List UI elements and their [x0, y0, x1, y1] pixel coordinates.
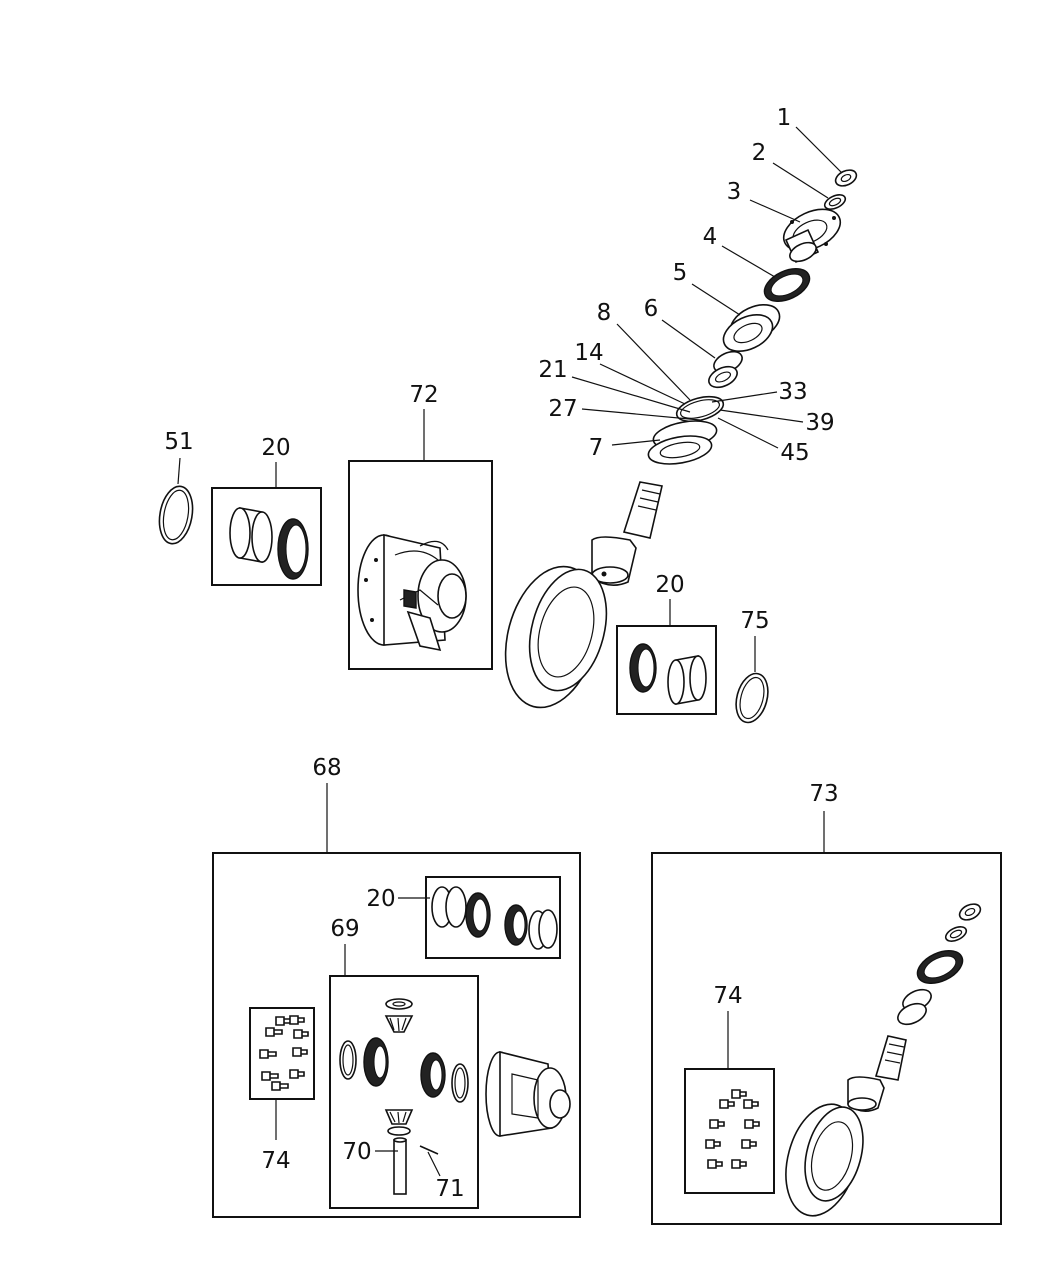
callout-69: 69: [330, 916, 359, 942]
bearing-kit-68-parts: [431, 886, 558, 950]
callout-3: 3: [727, 179, 742, 205]
bolt-kit-box-73: [684, 1068, 775, 1194]
callout-74-left: 74: [261, 1148, 290, 1174]
part-51-shim-ring: [158, 485, 194, 545]
callout-51: 51: [164, 429, 193, 455]
part-2-washer: [823, 194, 847, 210]
callout-14: 14: [574, 340, 603, 366]
part-4-pinion-seal: [763, 268, 811, 302]
callout-72: 72: [409, 382, 438, 408]
bearing-kit-box-68: [425, 876, 561, 959]
callout-1: 1: [777, 105, 792, 131]
callout-21: 21: [538, 357, 567, 383]
gear-kit-box-69: [329, 975, 479, 1209]
kit-box-73: [651, 852, 1002, 1225]
callout-8: 8: [597, 300, 612, 326]
ring-gear: [504, 565, 608, 709]
callout-2: 2: [752, 140, 767, 166]
bearing-kit-box-right: [616, 625, 717, 715]
callout-4: 4: [703, 224, 718, 250]
bolt-kit-68-bolts: [259, 1015, 309, 1091]
bolt-kit-box-68: [249, 1007, 315, 1100]
callout-71: 71: [435, 1176, 464, 1202]
gear-kit-69-parts: [339, 998, 469, 1195]
part-1-pinion-nut: [834, 169, 858, 187]
callout-75: 75: [740, 608, 769, 634]
callout-33: 33: [778, 379, 807, 405]
differential-case-68: [485, 1050, 571, 1137]
callout-73: 73: [809, 781, 838, 807]
part-6-collapsible-spacer: [708, 350, 743, 389]
bearing-kit-left-parts: [229, 507, 309, 580]
assembly-box-72: [348, 460, 493, 670]
callout-20-right: 20: [655, 572, 684, 598]
callout-7: 7: [589, 435, 604, 461]
part-8-shim: [675, 395, 725, 423]
callout-39: 39: [805, 410, 834, 436]
callout-6: 6: [644, 296, 659, 322]
callout-5: 5: [673, 260, 688, 286]
kit-box-68: [212, 852, 581, 1218]
callout-27: 27: [548, 396, 577, 422]
part-3-pinion-flange: [782, 208, 842, 264]
bolt-kit-73-bolts: [705, 1089, 760, 1169]
callout-70: 70: [342, 1139, 371, 1165]
pinion-gear: [591, 481, 663, 586]
leader-lines: [177, 126, 843, 1177]
callout-68: 68: [312, 755, 341, 781]
callout-20-kit: 20: [366, 886, 395, 912]
bearing-kit-right-parts: [629, 643, 707, 705]
callout-74-right: 74: [713, 983, 742, 1009]
callout-20-left: 20: [261, 435, 290, 461]
part-7-inner-bearing: [647, 420, 718, 465]
bearing-kit-box-left: [211, 487, 322, 586]
callout-45: 45: [780, 440, 809, 466]
part-5-outer-bearing: [722, 304, 781, 352]
ring-pinion-73-parts: [785, 903, 982, 1217]
callout-labels: 1 2 3 4 5 6 8 14 21 27 7 33 39 45 51 20 …: [164, 105, 838, 1202]
part-75-shim-ring: [735, 672, 769, 724]
differential-assembly-72: [357, 533, 467, 652]
